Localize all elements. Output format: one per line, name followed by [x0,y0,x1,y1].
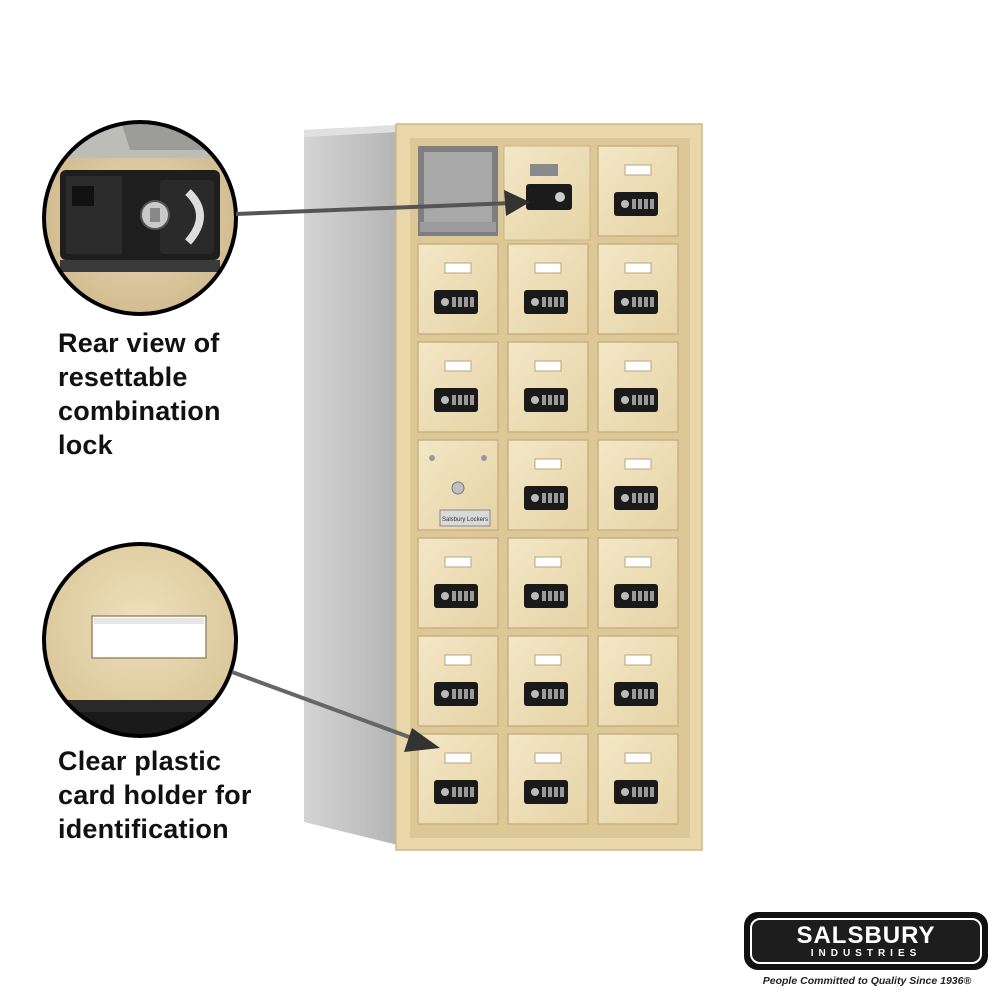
logo-subtitle: INDUSTRIES [810,947,922,959]
locker-door [417,341,499,433]
nameplate [439,509,491,527]
locker-door [417,243,499,335]
caption-line: lock [58,430,113,460]
master-key-icon [451,481,465,495]
locker-door [503,145,591,241]
locker-door [507,635,589,727]
card-holder-icon [534,458,562,470]
caption-line: resettable [58,362,188,392]
locker-door [597,537,679,629]
card-holder-icon [534,752,562,764]
card-holder-icon [444,262,472,274]
callout-arrow-card-holder [231,670,440,752]
callout-arrow-lock [235,190,530,216]
locker-door [597,243,679,335]
locker-door [507,341,589,433]
nameplate-label: Salsbury Lockers [442,517,488,523]
card-holder-icon [534,556,562,568]
locker-door [597,341,679,433]
card-holder-icon [444,360,472,372]
card-holder-icon [444,752,472,764]
cabinet-side [304,125,398,845]
caption-line: Clear plastic [58,746,222,776]
locker-door [417,537,499,629]
locker-door [417,733,499,825]
card-holder-icon [624,654,652,666]
locker-door [507,537,589,629]
card-holder-icon [534,654,562,666]
card-holder-icon [534,360,562,372]
logo-tagline: People Committed to Quality Since 1936® [762,975,972,987]
card-holder-icon [624,752,652,764]
locker-door [597,733,679,825]
logo-name: SALSBURY [796,921,936,949]
locker-door [507,243,589,335]
locker-door [507,733,589,825]
salsbury-logo: SALSBURY INDUSTRIES People Committed to … [744,912,990,987]
card-holder-icon [534,262,562,274]
caption-line: combination [58,396,221,426]
lock-closeup-image [42,120,238,316]
caption-line: card holder for [58,780,252,810]
card-holder-icon [624,556,652,568]
locker-door [597,635,679,727]
callout-card-holder-caption: Clear plastic card holder for identifica… [58,744,252,846]
locker-door: Salsbury Lockers [417,439,499,531]
card-holder-closeup-image [42,542,238,738]
locker-door [507,439,589,531]
locker-door [597,145,679,237]
card-holder-icon [624,458,652,470]
card-holder-icon [444,654,472,666]
locker-doors: Salsbury Lockers [417,145,679,825]
caption-line: identification [58,814,229,844]
card-holder-icon [624,360,652,372]
caption-line: Rear view of [58,328,220,358]
card-holder-icon [444,556,472,568]
card-holder-icon [624,164,652,176]
callout-lock-caption: Rear view of resettable combination lock [58,326,221,462]
card-holder-icon [624,262,652,274]
locker-door [597,439,679,531]
locker-door [418,146,498,236]
locker-door [417,635,499,727]
logo-badge: SALSBURY INDUSTRIES [744,912,988,970]
